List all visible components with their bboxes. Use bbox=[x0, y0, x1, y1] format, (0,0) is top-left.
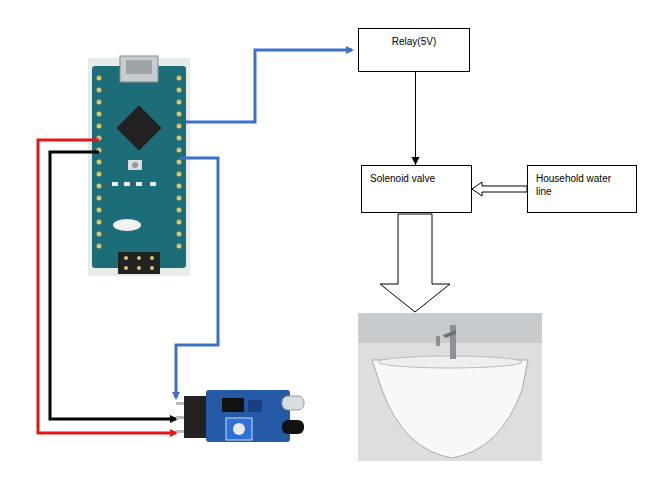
valve-box: Solenoid valve bbox=[361, 165, 472, 213]
arduino-nano bbox=[88, 56, 190, 276]
ir-sensor bbox=[176, 390, 304, 442]
ground-wire bbox=[50, 152, 176, 419]
flow-arrow bbox=[380, 214, 450, 312]
relay-box: Relay(5V) bbox=[358, 28, 470, 72]
box-label: Relay(5V) bbox=[367, 35, 461, 48]
control-arrow bbox=[412, 72, 420, 165]
box-label: Household water line bbox=[536, 172, 628, 198]
flow-arrow bbox=[472, 182, 527, 196]
signal-wire bbox=[186, 50, 352, 122]
sink bbox=[358, 313, 542, 461]
water-line-box: Household water line bbox=[527, 165, 637, 213]
signal-wire bbox=[176, 158, 218, 398]
power-wire bbox=[38, 140, 176, 433]
box-label: Solenoid valve bbox=[370, 172, 463, 185]
